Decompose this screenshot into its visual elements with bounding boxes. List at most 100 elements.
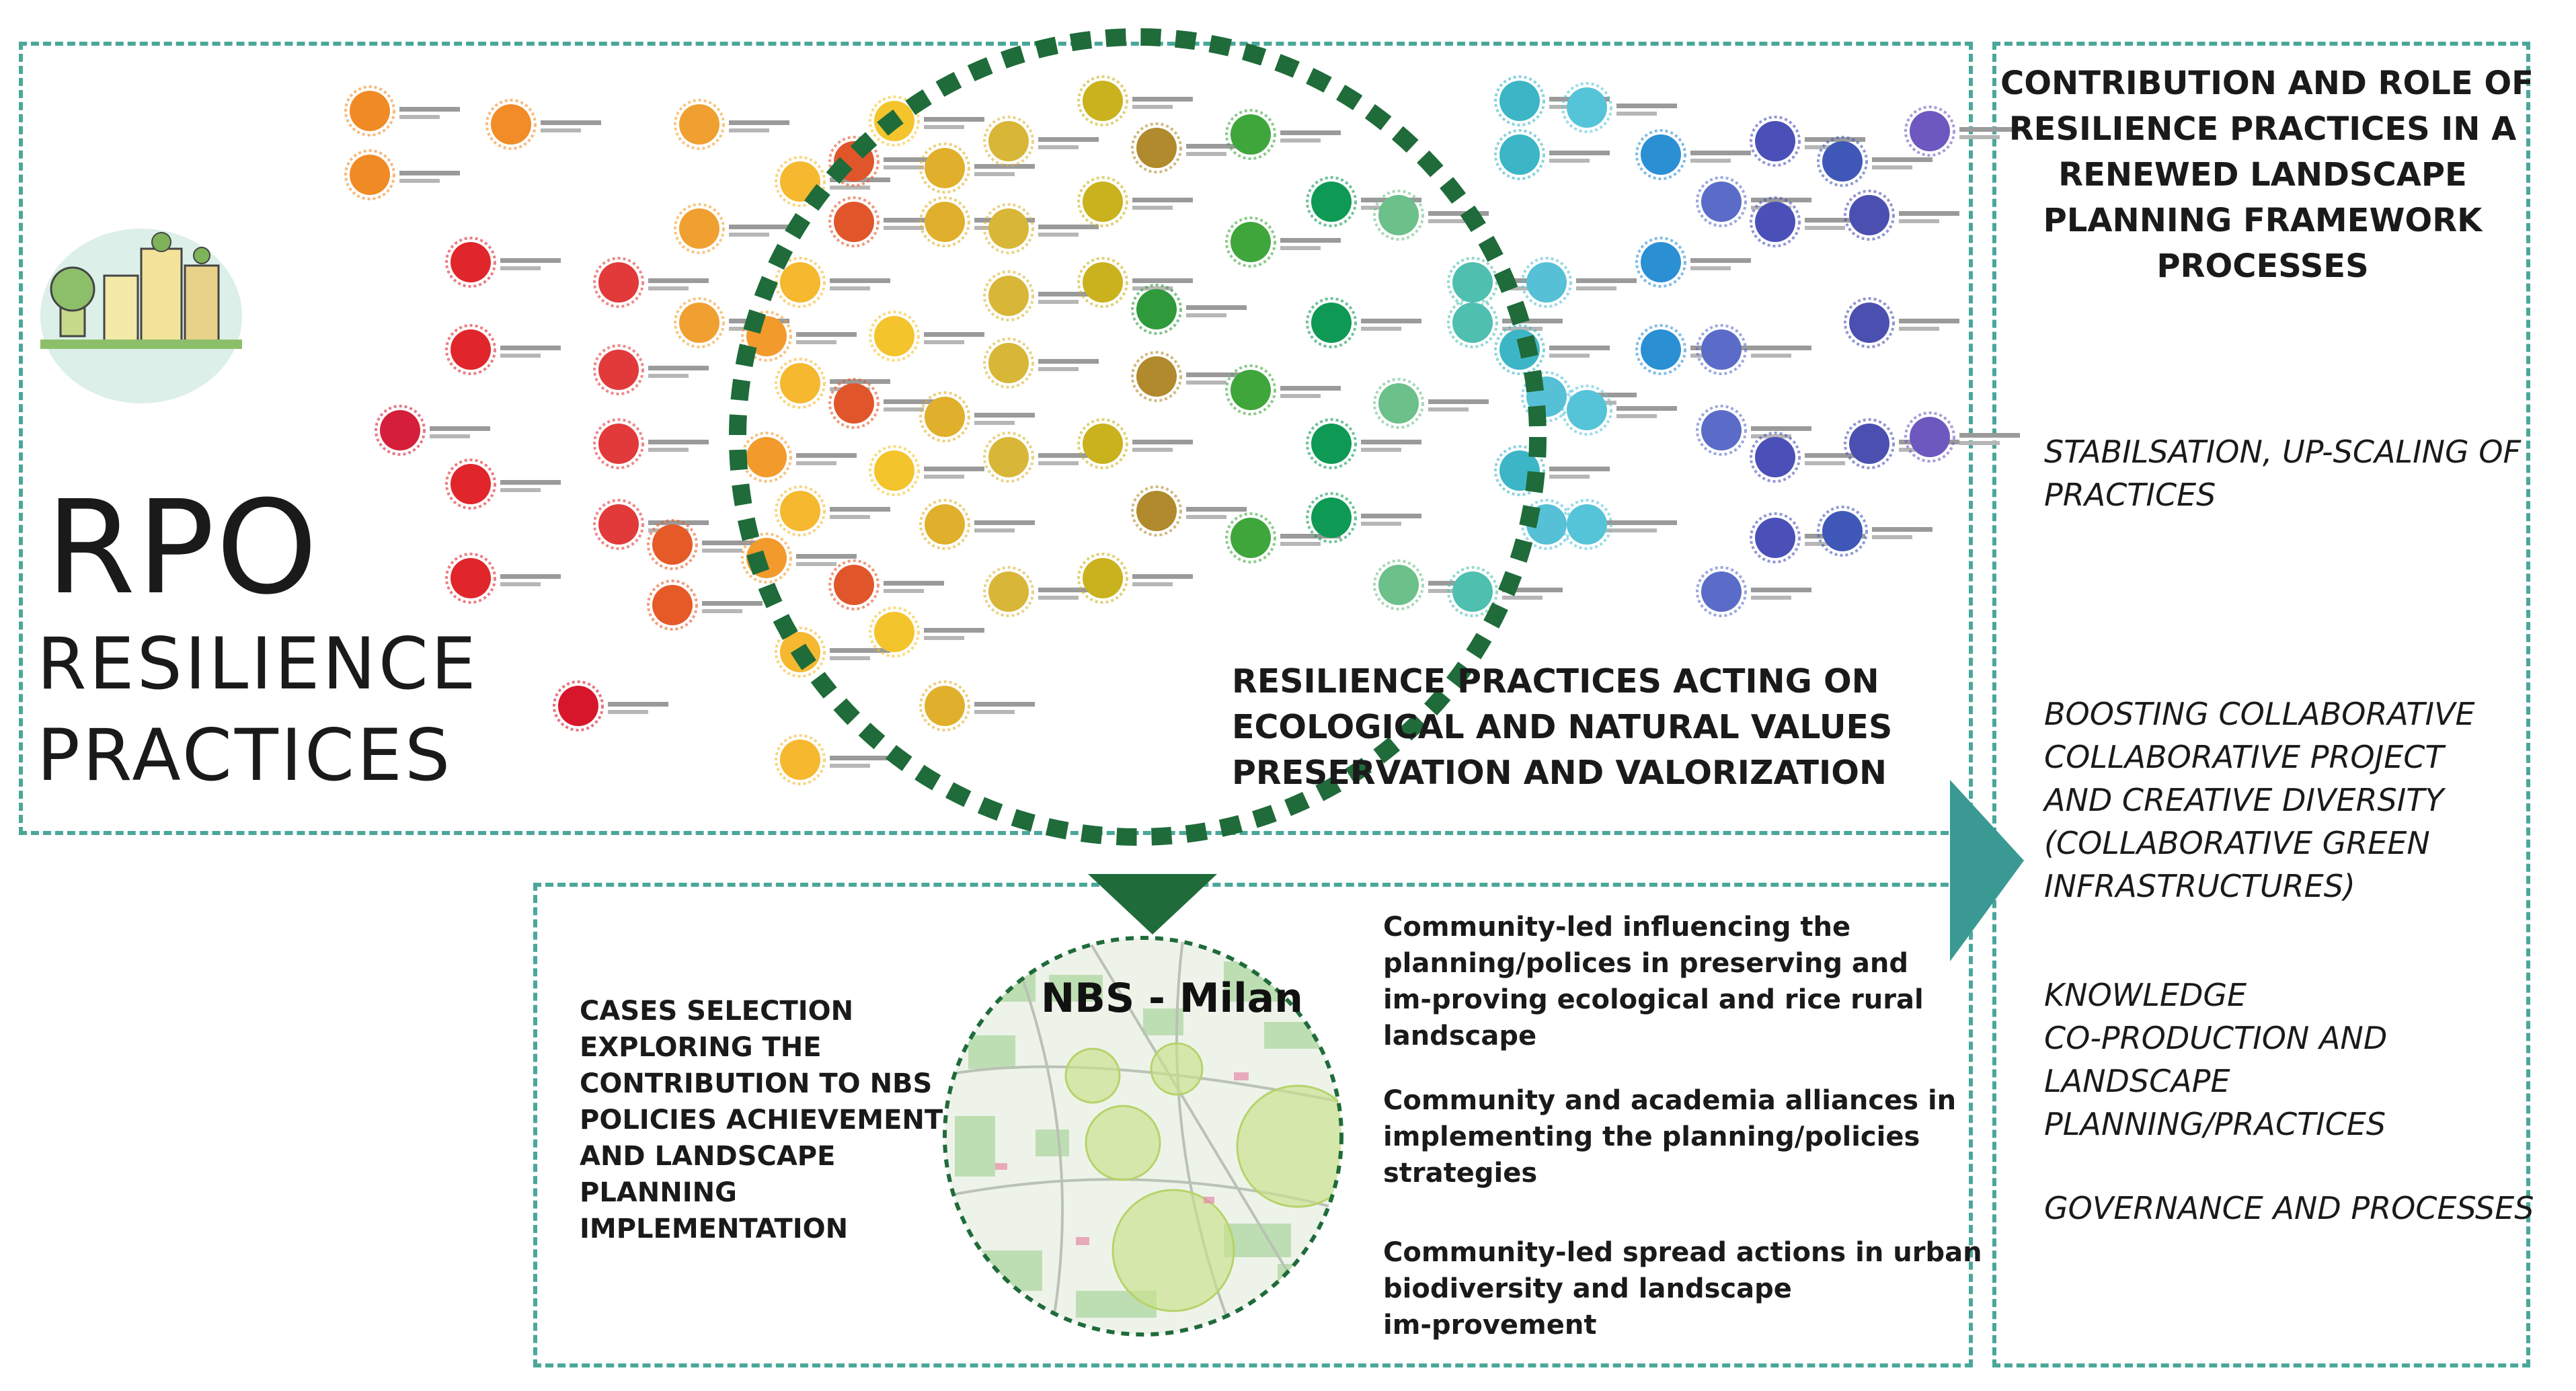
cases-panel [533, 883, 1973, 1367]
map-green-area [1278, 1264, 1325, 1304]
practice-node [674, 297, 789, 348]
practice-node [983, 566, 1099, 617]
bullet-line: landscape [1383, 1021, 1537, 1051]
practice-node [445, 324, 561, 375]
practice-node [1561, 82, 1677, 133]
practice-node [919, 143, 1035, 194]
nbs-milan-title: NBS - Milan [1041, 975, 1303, 1022]
practice-node [647, 519, 763, 570]
map-green-area [1036, 1129, 1069, 1156]
cases-line: POLICIES ACHIEVEMENT [580, 1105, 943, 1136]
right-arrow-icon [1950, 780, 2024, 961]
practice-node [1750, 116, 1865, 167]
map-green-area [1049, 975, 1103, 1002]
practice-node [1494, 445, 1610, 496]
cases-line: EXPLORING THE [580, 1032, 822, 1063]
title-line: RESILIENCE [37, 623, 479, 705]
cases-line: PLANNING [580, 1177, 737, 1208]
practice-node [1561, 385, 1677, 436]
practice-node [1696, 324, 1811, 375]
practice-node [983, 270, 1099, 321]
practice-node [1635, 129, 1751, 180]
practice-node [1306, 492, 1421, 543]
item-line: COLLABORATIVE PROJECT [2044, 739, 2444, 775]
practice-node [647, 580, 763, 631]
practice-node [344, 149, 460, 200]
practice-node [869, 445, 984, 496]
practice-node [344, 85, 460, 136]
practice-node [1225, 364, 1341, 415]
rpo-title: RPO [46, 473, 319, 623]
practice-node [1306, 418, 1421, 469]
bullet-community-led-influencing: Community-led influencing the planning/p… [1383, 909, 1924, 1054]
practice-node [1373, 378, 1489, 429]
title-line: PRACTICES [37, 713, 453, 797]
item-line: (COLLABORATIVE GREEN [2044, 825, 2430, 861]
practice-node [553, 680, 668, 731]
practice-node [1225, 216, 1341, 268]
practice-node [674, 203, 789, 254]
practice-node [1635, 237, 1751, 288]
map-green-area [955, 1116, 995, 1177]
map-circle-border [943, 936, 1343, 1337]
ecological-caption: RESILIENCE PRACTICES ACTING ON ECOLOGICA… [1232, 659, 1945, 796]
practice-node [1561, 499, 1677, 550]
bullet-line: planning/polices in preserving and [1383, 948, 1909, 979]
practice-node [1447, 297, 1563, 348]
practice-node [775, 734, 890, 785]
practice-node [1844, 190, 1959, 241]
practice-node [828, 196, 944, 247]
contribution-title: CONTRIBUTION AND ROLE OF RESILIENCE PRAC… [2000, 61, 2534, 289]
bullet-community-academia: Community and academia alliances in impl… [1383, 1082, 1956, 1191]
governance-item: GOVERNANCE AND PROCESSES [2044, 1187, 2534, 1230]
practice-node [828, 559, 944, 610]
bullet-line: implementing the planning/policies [1383, 1121, 1920, 1152]
practice-node [983, 203, 1099, 254]
practice-node [775, 257, 890, 308]
title-line: PROCESSES [2156, 247, 2369, 285]
practice-node [1494, 324, 1610, 375]
practice-node [1077, 553, 1193, 604]
practice-node [869, 606, 984, 658]
item-line: LANDSCAPE [2044, 1063, 2230, 1099]
cases-line: IMPLEMENTATION [580, 1214, 849, 1244]
item-line: AND CREATIVE DIVERSITY [2044, 782, 2444, 818]
practice-node [1696, 566, 1811, 617]
caption-line: PRESERVATION AND VALORIZATION [1232, 754, 1887, 792]
bullet-line: Community-led spread actions in urban [1383, 1237, 1982, 1268]
cases-line: CONTRIBUTION TO NBS [580, 1068, 933, 1099]
practice-node [593, 257, 709, 308]
item-line: STABILSATION, UP-SCALING OF [2044, 434, 2521, 470]
practice-node [775, 485, 890, 536]
practice-node [1225, 512, 1341, 563]
practice-node [593, 344, 709, 395]
practice-node [375, 405, 490, 456]
practice-node [1817, 506, 1933, 557]
down-triangle-icon [1088, 874, 1217, 935]
practice-node [1131, 284, 1247, 335]
practice-node [1696, 405, 1811, 456]
practice-node [485, 99, 601, 150]
title-line: RESILIENCE PRACTICES IN A [2008, 110, 2517, 148]
item-line: PRACTICES [2044, 477, 2216, 513]
item-line: INFRASTRUCTURES) [2044, 868, 2355, 904]
item-line: CO-PRODUCTION AND [2044, 1020, 2388, 1056]
practice-node [1373, 190, 1489, 241]
item-line: PLANNING/PRACTICES [2044, 1106, 2386, 1142]
contribution-panel [1992, 42, 2530, 1367]
practice-node [983, 337, 1099, 389]
title-line: RENEWED LANDSCAPE [2058, 156, 2467, 194]
practice-node [741, 432, 857, 483]
practice-node [1521, 257, 1637, 308]
practice-node [1750, 432, 1865, 483]
bullet-line: Community-led influencing the [1383, 912, 1851, 943]
bullet-line: biodiversity and landscape [1383, 1273, 1792, 1304]
practice-node [445, 459, 561, 510]
practice-node [1904, 106, 2020, 157]
practice-node [1077, 418, 1193, 469]
practice-node [1447, 566, 1563, 617]
practice-node [1750, 196, 1865, 247]
practice-node [1077, 75, 1193, 126]
practice-node [1077, 176, 1193, 227]
